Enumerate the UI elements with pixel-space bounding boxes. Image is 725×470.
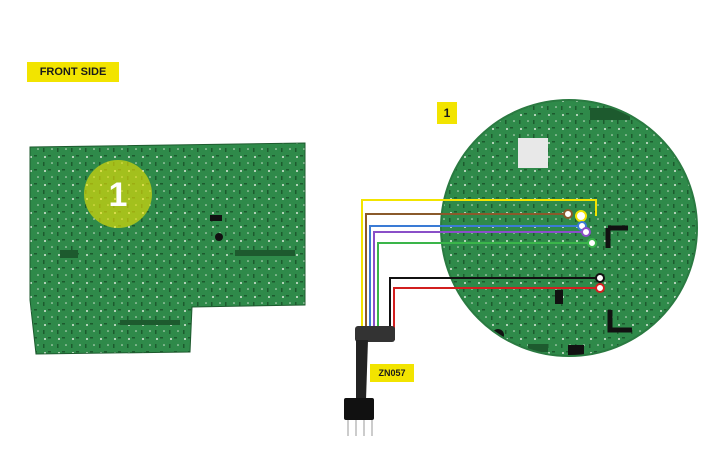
zoom-detail-photo bbox=[440, 99, 698, 357]
sensor-connector-probe bbox=[344, 326, 395, 436]
solder-points bbox=[563, 209, 605, 293]
brown-wire bbox=[365, 213, 568, 330]
green-wire bbox=[377, 242, 592, 330]
purple-wire bbox=[373, 231, 586, 330]
red-wire bbox=[393, 287, 600, 340]
board-marker-number: 1 bbox=[109, 176, 128, 214]
yellow-wire bbox=[361, 199, 597, 330]
connector-label: ZN057 bbox=[370, 364, 414, 382]
detail-number-badge: 1 bbox=[437, 102, 457, 124]
circuit-board-photo: 1 bbox=[29, 142, 306, 355]
wire-harness bbox=[361, 199, 600, 340]
front-side-label: FRONT SIDE bbox=[27, 62, 119, 82]
board-marker-circle: 1 bbox=[84, 160, 152, 228]
black-wire bbox=[389, 277, 600, 340]
blue-wire bbox=[369, 225, 582, 330]
